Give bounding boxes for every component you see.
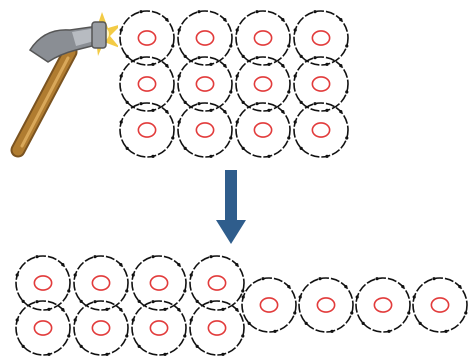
atom-before: [119, 10, 175, 66]
atom-before: [119, 56, 175, 112]
atom-before: [235, 10, 291, 66]
hammer-icon: [10, 12, 118, 158]
atom-after: [131, 300, 187, 356]
atom-after: [189, 300, 245, 356]
atom-before: [235, 56, 291, 112]
atom-before: [293, 56, 349, 112]
atom-shifted: [412, 277, 468, 333]
atom-shifted: [298, 277, 354, 333]
atom-after: [15, 300, 71, 356]
atom-before: [177, 102, 233, 158]
atom-before: [177, 10, 233, 66]
atom-after: [15, 255, 71, 311]
atom-before: [235, 102, 291, 158]
atom-shifted: [355, 277, 411, 333]
atom-before: [119, 102, 175, 158]
atom-before: [293, 10, 349, 66]
atom-after: [73, 300, 129, 356]
arrow-down-icon: [216, 170, 246, 244]
atom-after: [131, 255, 187, 311]
atom-after: [189, 255, 245, 311]
atom-before: [293, 102, 349, 158]
atom-after: [73, 255, 129, 311]
atom-before: [177, 56, 233, 112]
atom-shifted: [241, 277, 297, 333]
